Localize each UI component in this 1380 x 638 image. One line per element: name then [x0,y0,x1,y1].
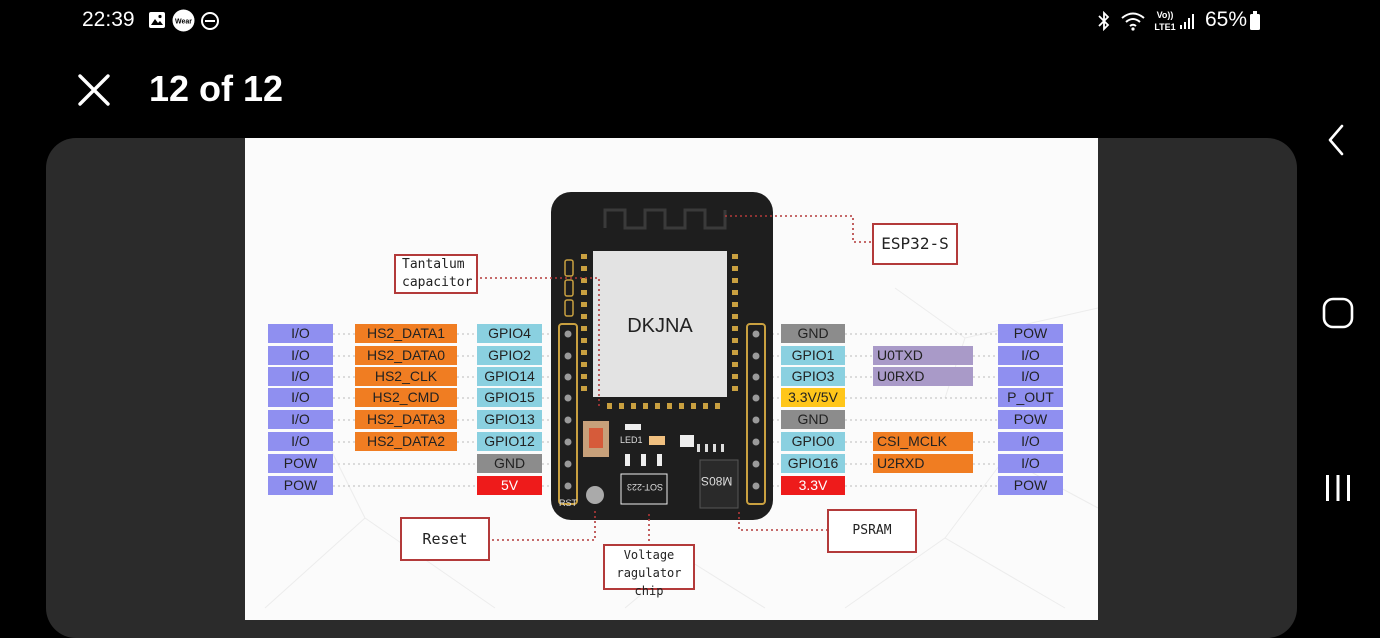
back-icon [1328,124,1344,156]
right-pin-gpio: 3.3V/5V [781,388,845,407]
left-pin-func: HS2_DATA3 [355,410,457,429]
home-button[interactable] [1321,296,1355,330]
right-pin-type: I/O [998,367,1063,386]
left-pin-func: HS2_DATA1 [355,324,457,343]
right-pin-gpio: GPIO3 [781,367,845,386]
left-pin-type: I/O [268,346,333,365]
svg-text:Vo)): Vo)) [1157,10,1174,20]
right-pin-type: P_OUT [998,388,1063,407]
left-pin-gpio: GPIO15 [477,388,542,407]
tantalum-callout: Tantalum capacitor [394,254,478,294]
close-button[interactable] [74,70,114,110]
right-pin-gpio: GND [781,410,845,429]
voltage-line2: ragulator chip [616,566,682,598]
left-pin-gpio: 5V [477,476,542,495]
left-pin-func: HS2_CLK [355,367,457,386]
back-button[interactable] [1322,122,1352,158]
image-counter: 12 of 12 [149,68,284,109]
right-pin-func: U0RXD [873,367,973,386]
esp32-callout: ESP32-S [872,223,958,265]
signal-icon [1179,11,1197,36]
left-pin-gpio: GPIO14 [477,367,542,386]
left-pin-type: I/O [268,432,333,451]
volte-icon: Vo)) LTE1 [1152,9,1178,38]
left-pin-gpio: GPIO13 [477,410,542,429]
rst-label: RST [559,498,577,508]
right-pin-gpio: GND [781,324,845,343]
wifi-icon [1120,11,1146,36]
left-pin-gpio: GND [477,454,542,473]
image-icon [148,11,166,34]
right-pin-type: I/O [998,346,1063,365]
left-pin-type: I/O [268,388,333,407]
tantalum-line1: Tantalum [402,257,465,272]
right-pin-gpio: 3.3V [781,476,845,495]
status-time: 22:39 [82,8,135,31]
voltage-line1: Voltage [623,548,675,562]
battery-percent: 65% [1205,8,1248,31]
right-pin-type: I/O [998,432,1063,451]
led-label: LED1 [620,435,643,445]
left-pin-gpio: GPIO12 [477,432,542,451]
left-pin-type: POW [268,454,333,473]
psram-callout: PSRAM [827,509,917,553]
battery-icon [1249,11,1261,36]
right-pin-type: POW [998,410,1063,429]
recents-button[interactable] [1321,472,1355,504]
home-icon [1322,297,1354,329]
right-pin-gpio: GPIO16 [781,454,845,473]
psram-chip-label: M80S [701,474,733,488]
left-pin-type: I/O [268,324,333,343]
left-pin-gpio: GPIO4 [477,324,542,343]
pinout-image[interactable]: DKJNA LED1 RST SOT-223 M80S ESP32-S Tant… [245,138,1098,620]
right-pin-type: I/O [998,454,1063,473]
module-label: DKJNA [627,315,693,337]
close-icon [78,74,110,106]
right-pin-gpio: GPIO1 [781,346,845,365]
wear-label: Wear [175,19,192,26]
recents-icon [1326,475,1350,501]
left-pin-type: I/O [268,367,333,386]
svg-text:LTE1: LTE1 [1154,22,1175,32]
voltage-callout: Voltage ragulator chip [603,544,695,598]
left-pin-gpio: GPIO2 [477,346,542,365]
right-pin-func: CSI_MCLK [873,432,973,451]
left-pin-type: I/O [268,410,333,429]
wear-icon: Wear [172,9,195,37]
right-pin-func: U0TXD [873,346,973,365]
right-pin-gpio: GPIO0 [781,432,845,451]
reset-callout: Reset [400,517,490,561]
sot-label: SOT-223 [627,482,664,492]
left-pin-type: POW [268,476,333,495]
tantalum-line2: capacitor [402,275,473,290]
left-pin-func: HS2_DATA2 [355,432,457,451]
dnd-icon [200,11,220,36]
bluetooth-icon [1096,10,1112,36]
right-pin-type: POW [998,324,1063,343]
right-pin-type: POW [998,476,1063,495]
left-pin-func: HS2_CMD [355,388,457,407]
left-pin-func: HS2_DATA0 [355,346,457,365]
right-pin-func: U2RXD [873,454,973,473]
